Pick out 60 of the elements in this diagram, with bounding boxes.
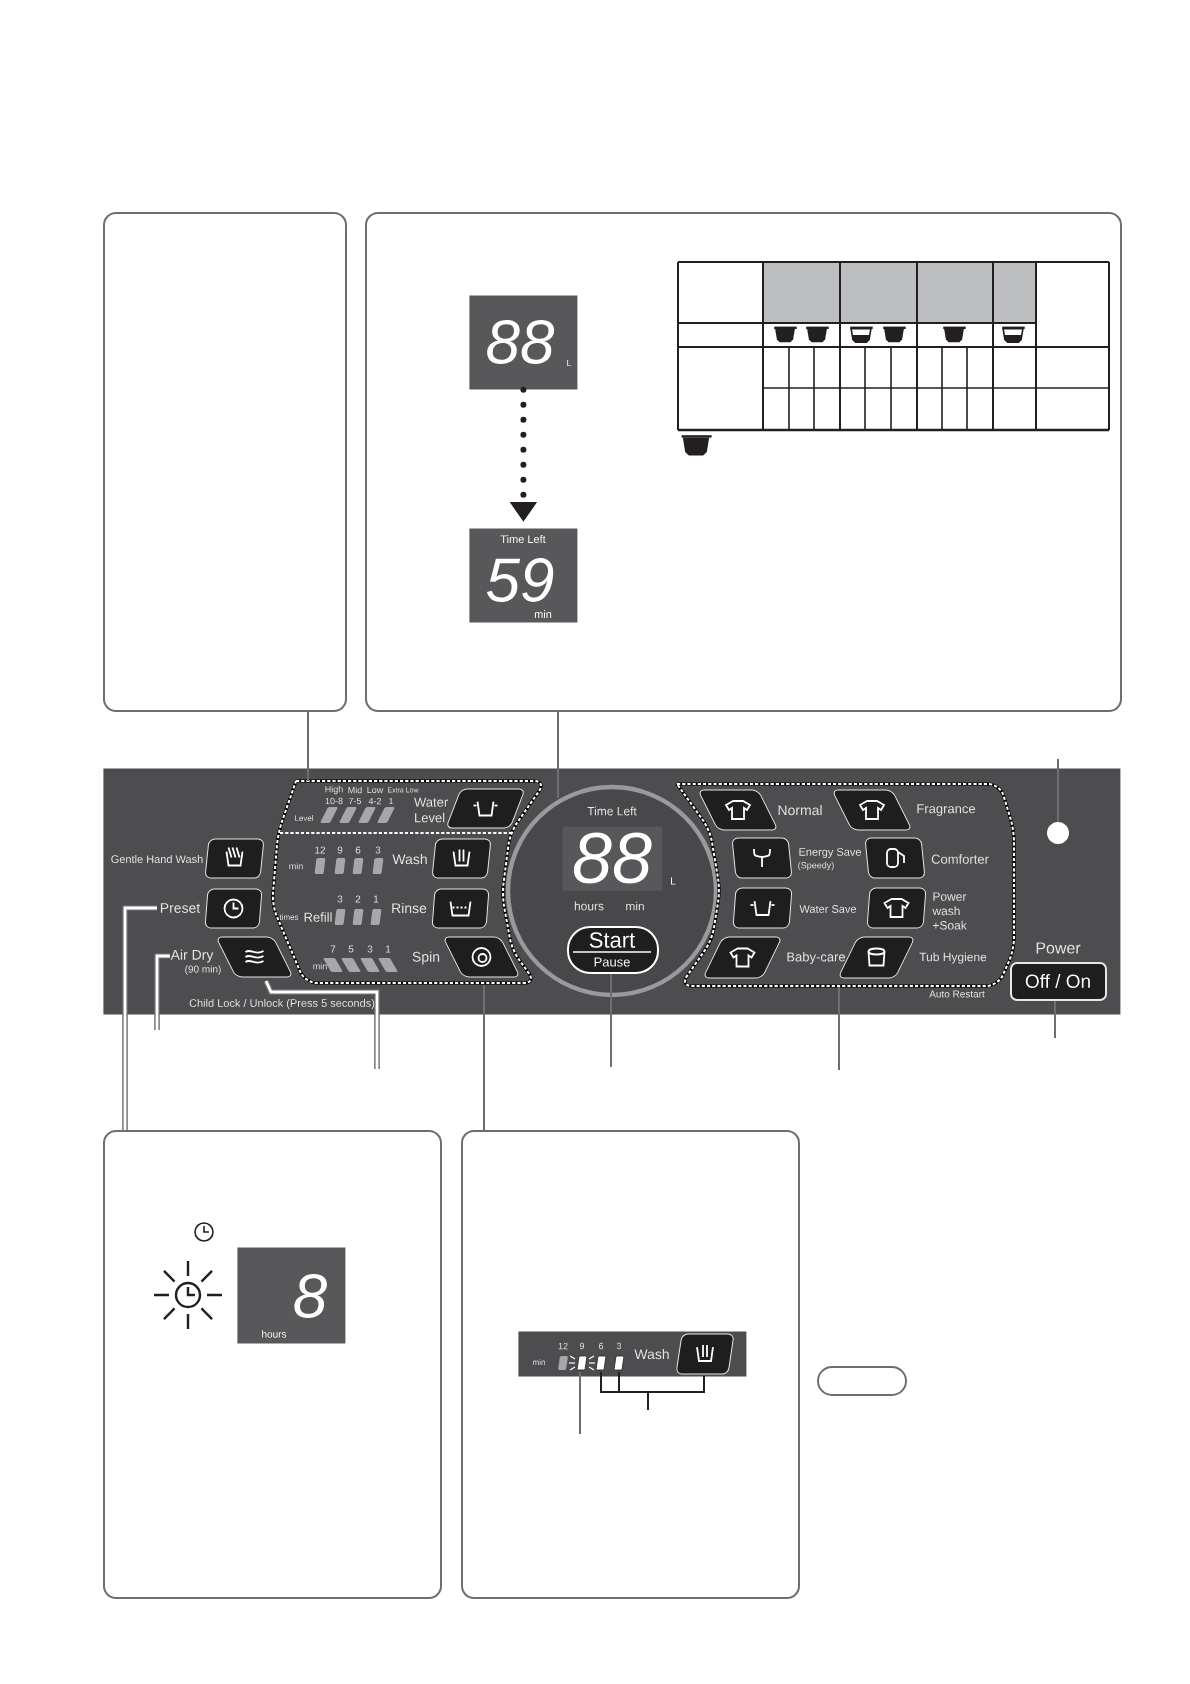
callout-box: [461, 1130, 800, 1599]
callout-box: [365, 212, 1122, 712]
scale-number: 3: [367, 945, 373, 953]
display-label: hours: [574, 901, 604, 911]
button-label: Air Dry: [170, 949, 214, 963]
level-label: High: [325, 785, 343, 795]
button-label: Wash: [392, 853, 427, 865]
scale-number: 12: [315, 846, 326, 854]
display-screen: Time Left 59 min: [469, 528, 578, 623]
scale-number: 1: [386, 945, 391, 953]
display-screen: 88 L: [562, 826, 676, 891]
start-button: Start Pause: [567, 926, 659, 974]
control-panel: [103, 768, 1121, 1015]
display-screen: 88 L: [469, 295, 578, 390]
button-label: Power wash +Soak: [932, 892, 967, 930]
button-label: Energy Save: [799, 848, 861, 858]
node-label: L: [671, 877, 676, 885]
button-label: (90 min): [185, 965, 221, 975]
rounded-frame: [817, 1366, 907, 1396]
button-label: Baby-care: [787, 951, 846, 965]
button-label: Power: [1036, 942, 1081, 954]
wash-indicator-panel: 12 9 6 3 min Wash: [518, 1331, 747, 1377]
callout-box: [103, 212, 347, 712]
level-label: Low: [367, 786, 384, 794]
button-label: Preset: [160, 903, 201, 913]
scale-number: 1: [374, 895, 379, 903]
button-label: Gentle Hand Wash: [111, 854, 203, 864]
note-text: Auto Restart: [929, 990, 985, 998]
power-button: Off / On: [1010, 962, 1107, 1001]
button-label: Normal: [778, 804, 822, 816]
scale-number: 3: [337, 895, 343, 903]
scale-number: 2: [355, 895, 361, 903]
callout-box: [103, 1130, 442, 1599]
unit-label: times: [279, 914, 299, 920]
level-label: Mid: [348, 786, 362, 794]
scale-number: 3: [375, 846, 381, 854]
display-label: min: [626, 901, 644, 911]
scale-number: 5: [348, 945, 354, 953]
display-screen: 8 hours: [237, 1247, 346, 1344]
row-label: Refill: [304, 912, 332, 922]
button-label: Fragrance: [917, 804, 976, 816]
scale-number: 1: [389, 797, 394, 805]
scale-number: 10-8: [325, 797, 343, 805]
button-label: Tub Hygiene: [919, 952, 987, 964]
display-label: Time Left: [587, 806, 637, 816]
scale-number: 9: [337, 846, 343, 854]
button-label: Water Save: [799, 905, 857, 913]
scale-number: 7: [330, 945, 336, 953]
unit-label: min: [289, 862, 303, 870]
scale-number: 7-5: [348, 797, 362, 805]
button-label: Comforter: [931, 854, 989, 864]
unit-label: min: [313, 962, 327, 970]
note-text: Child Lock / Unlock (Press 5 seconds): [189, 998, 375, 1010]
scale-number: 4-2: [368, 797, 382, 805]
button-label: Rinse: [392, 902, 427, 914]
unit-label: Level: [295, 815, 314, 821]
button-label: Spin: [412, 951, 440, 965]
button-label: (Speedy): [798, 861, 834, 871]
button-label: Water Level: [414, 797, 448, 823]
scale-number: 6: [355, 846, 361, 854]
